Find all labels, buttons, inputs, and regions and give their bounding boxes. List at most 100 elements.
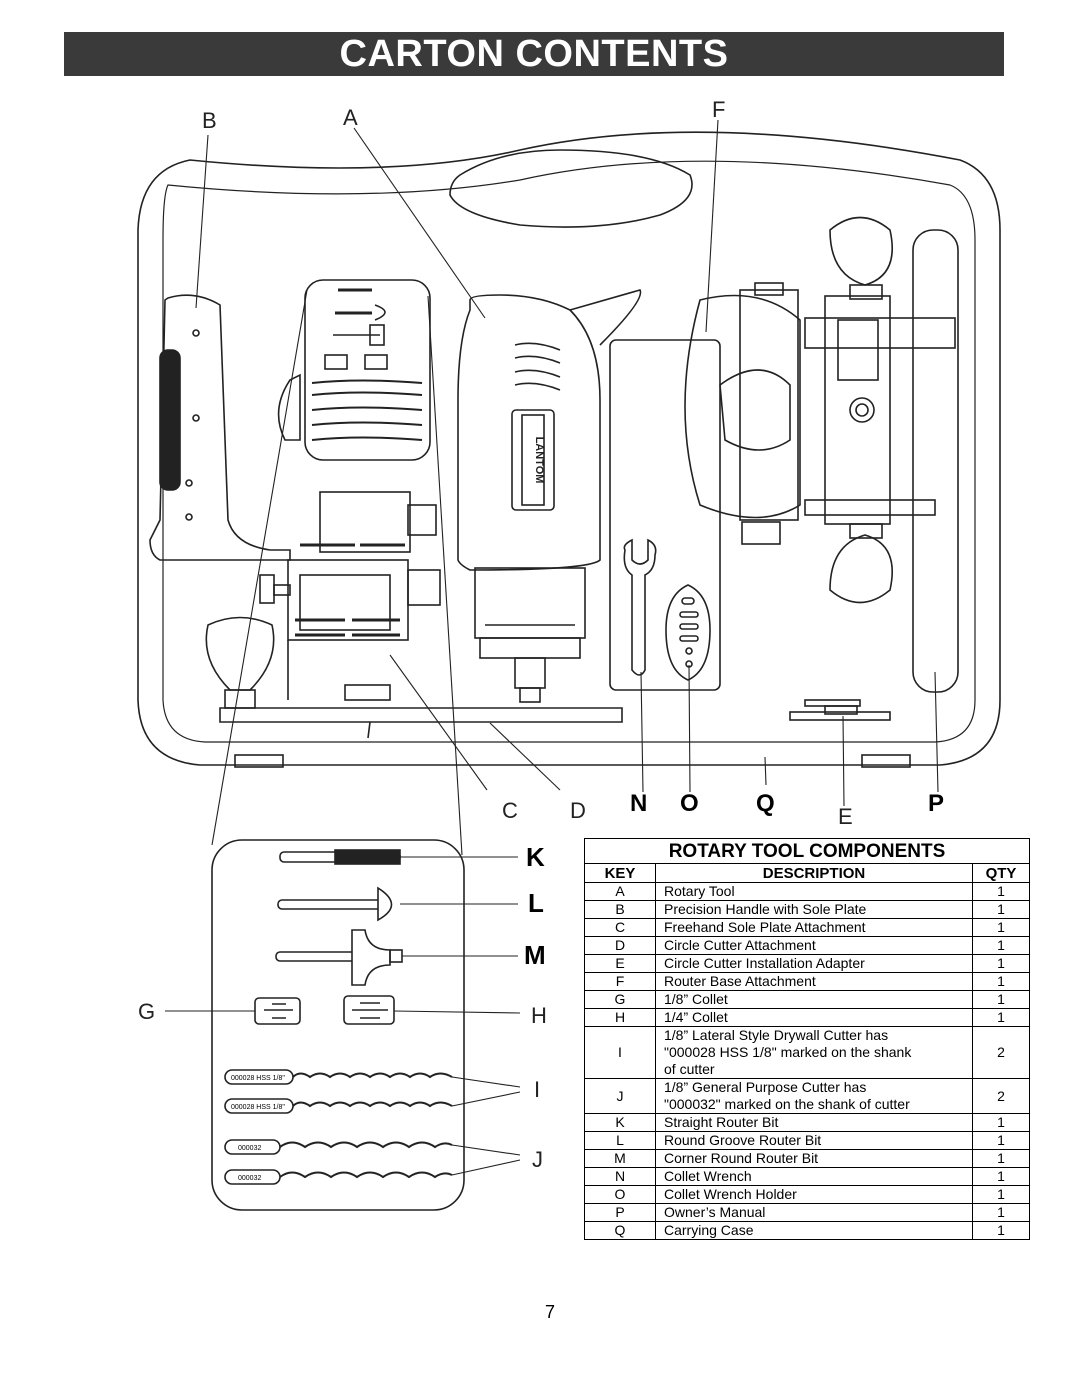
row-key: K [584, 1113, 656, 1132]
row-description-line: 1/8” General Purpose Cutter has [664, 1079, 867, 1095]
row-description: Rotary Tool [655, 882, 973, 901]
collet-1-8 [254, 997, 301, 1025]
row-qty: 1 [972, 972, 1030, 991]
row-description-line: 1/8” Lateral Style Drywall Cutter has [664, 1027, 889, 1043]
rotary-tool [457, 289, 642, 703]
row-key: F [584, 972, 656, 991]
row-qty: 1 [972, 882, 1030, 901]
row-qty: 2 [972, 1026, 1030, 1079]
callout-b: B [202, 108, 217, 133]
page-title: CARTON CONTENTS [64, 32, 1004, 76]
callout-n: N [630, 790, 647, 817]
components-table: ROTARY TOOL COMPONENTS KEY DESCRIPTION Q… [584, 838, 1030, 1240]
row-description: Router Base Attachment [655, 972, 973, 991]
header-qty: QTY [972, 863, 1030, 883]
table-header-row: KEY DESCRIPTION QTY [584, 863, 1030, 883]
row-qty: 2 [972, 1078, 1030, 1114]
owners-manual-slot [912, 229, 959, 693]
callout-l: L [528, 888, 544, 918]
row-key: B [584, 900, 656, 919]
collet-1-4 [343, 995, 395, 1025]
callout-i: I [534, 1077, 540, 1102]
callout-m: M [524, 940, 546, 970]
callout-q: Q [756, 790, 775, 817]
row-key: O [584, 1185, 656, 1204]
row-key: M [584, 1149, 656, 1168]
row-description: Round Groove Router Bit [655, 1131, 973, 1150]
bit-marking-j2: 000032 [238, 1175, 261, 1182]
drywall-cutter-bits [224, 1069, 453, 1114]
row-key: H [584, 1008, 656, 1027]
router-base-attachment [684, 216, 956, 604]
row-description: Circle Cutter Attachment [655, 936, 973, 955]
bit-marking-i1: 000028 HSS 1/8" [231, 1075, 285, 1082]
carrying-case-outline [137, 131, 1001, 766]
callout-j: J [532, 1147, 543, 1172]
row-key: G [584, 990, 656, 1009]
row-key: L [584, 1131, 656, 1150]
header-key: KEY [584, 863, 656, 883]
callout-p: P [928, 790, 944, 817]
row-description: Precision Handle with Sole Plate [655, 900, 973, 919]
row-description: 1/4” Collet [655, 1008, 973, 1027]
case-handle-grip [449, 149, 693, 228]
row-description: Carrying Case [655, 1221, 973, 1240]
row-description-line: of cutter [664, 1061, 715, 1077]
row-description: Collet Wrench [655, 1167, 973, 1186]
row-qty: 1 [972, 900, 1030, 919]
bit-marking-i2: 000028 HSS 1/8" [231, 1104, 285, 1111]
row-qty: 1 [972, 1008, 1030, 1027]
callout-a: A [343, 105, 358, 130]
row-qty: 1 [972, 918, 1030, 937]
row-description: Freehand Sole Plate Attachment [655, 918, 973, 937]
collet-wrench [623, 538, 657, 676]
callout-c: C [502, 798, 518, 823]
row-key: I [584, 1026, 656, 1079]
callout-d: D [570, 798, 586, 823]
callout-g: G [138, 999, 155, 1024]
row-qty: 1 [972, 990, 1030, 1009]
round-groove-router-bit [277, 886, 393, 922]
row-key: N [584, 1167, 656, 1186]
row-key: E [584, 954, 656, 973]
circle-cutter-attachment [219, 707, 623, 723]
row-qty: 1 [972, 1149, 1030, 1168]
row-description: Straight Router Bit [655, 1113, 973, 1132]
callout-e: E [838, 804, 853, 829]
row-description: Circle Cutter Installation Adapter [655, 954, 973, 973]
callout-h: H [531, 1003, 547, 1028]
general-purpose-cutter-bits [224, 1139, 453, 1185]
callout-o: O [680, 790, 699, 817]
tool-brand-label: LANTOM [533, 437, 545, 484]
row-qty: 1 [972, 1203, 1030, 1222]
row-description: Collet Wrench Holder [655, 1185, 973, 1204]
precision-handle [149, 294, 291, 561]
row-qty: 1 [972, 1221, 1030, 1240]
freehand-sole-plate [287, 559, 409, 641]
row-key: P [584, 1203, 656, 1222]
callout-f: F [712, 97, 725, 122]
row-qty: 1 [972, 1113, 1030, 1132]
collet-wrench-holder [665, 584, 711, 681]
row-key: J [584, 1078, 656, 1114]
row-qty: 1 [972, 936, 1030, 955]
row-qty: 1 [972, 1167, 1030, 1186]
circle-cutter-installation-adapter [789, 699, 891, 721]
table-row: I 1/8” Lateral Style Drywall Cutter has … [584, 1026, 1030, 1079]
straight-router-bit [279, 849, 401, 865]
row-description: Corner Round Router Bit [655, 1149, 973, 1168]
row-qty: 1 [972, 1185, 1030, 1204]
row-key: A [584, 882, 656, 901]
